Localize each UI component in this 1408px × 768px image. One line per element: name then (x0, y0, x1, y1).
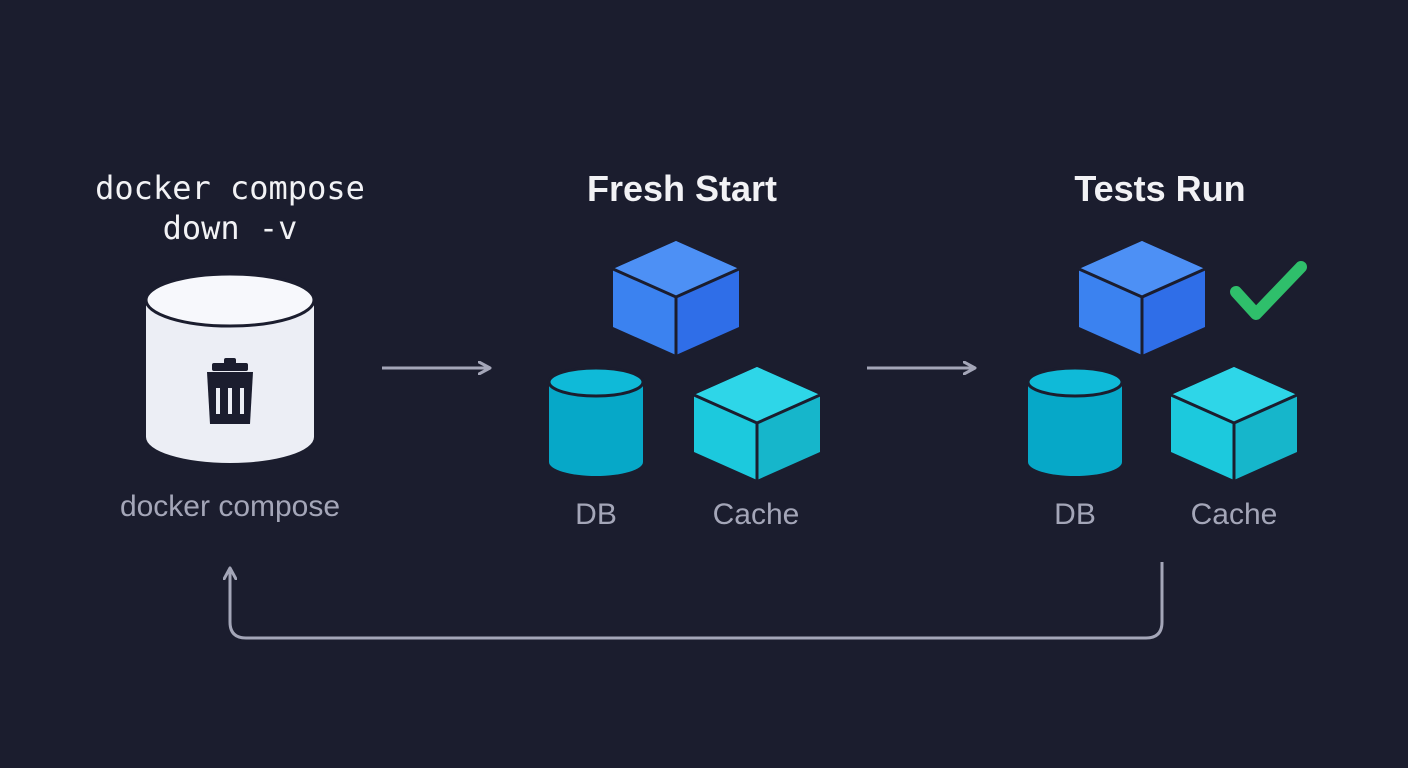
db-label: DB (1054, 498, 1096, 531)
teardown-command: docker compose down -v (95, 169, 365, 247)
stage1-caption: docker compose (119, 490, 341, 523)
db-cylinder (547, 366, 645, 476)
db-label: DB (575, 498, 617, 531)
cache-cube (1170, 367, 1298, 480)
tests-run-title: Tests Run (1074, 168, 1246, 209)
check-icon (1230, 261, 1307, 320)
cache-label: Cache (1190, 498, 1278, 531)
app-cube-blue (1078, 241, 1206, 355)
app-cube-blue (612, 241, 740, 355)
cache-cube (693, 367, 821, 480)
cache-label: Cache (712, 498, 800, 531)
fresh-start-title: Fresh Start (586, 168, 778, 209)
trash-icon (207, 358, 253, 424)
loop-back-arrow (230, 562, 1164, 640)
db-cylinder (1026, 366, 1124, 476)
